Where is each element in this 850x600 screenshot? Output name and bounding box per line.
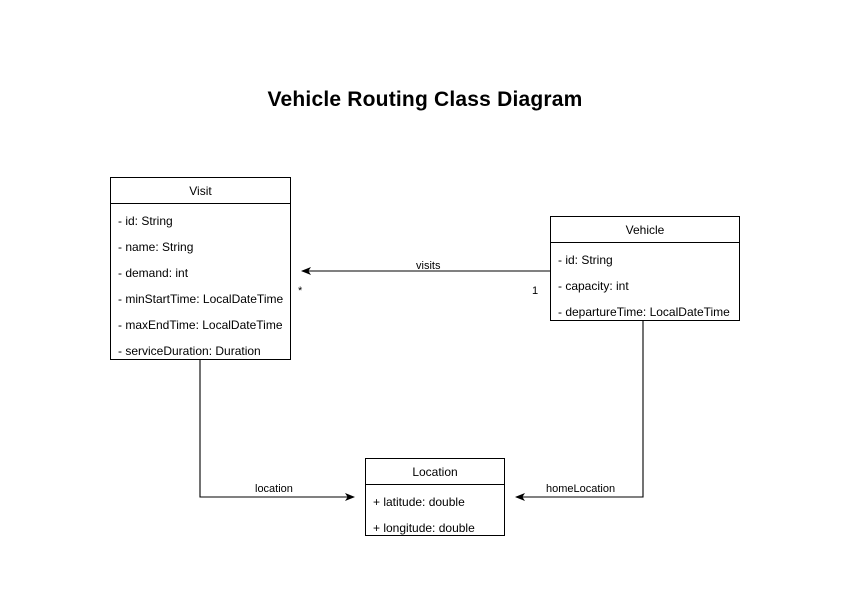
uml-attribute: - minStartTime: LocalDateTime bbox=[118, 292, 284, 306]
uml-attribute: - serviceDuration: Duration bbox=[118, 344, 261, 358]
uml-attribute: - id: String bbox=[558, 253, 613, 267]
uml-attribute: - maxEndTime: LocalDateTime bbox=[118, 318, 283, 332]
edge-label-location: location bbox=[255, 483, 293, 495]
uml-class-name-vehicle: Vehicle bbox=[551, 217, 739, 243]
edge-multiplicity-visit-side: * bbox=[298, 285, 303, 297]
uml-class-visit[interactable]: Visit - id: String - name: String - dema… bbox=[110, 177, 291, 360]
edge-label-visits: visits bbox=[416, 260, 441, 272]
edge-location bbox=[199, 360, 355, 501]
uml-attribute: + latitude: double bbox=[373, 495, 465, 509]
uml-attributes-location: + latitude: double + longitude: double bbox=[366, 485, 504, 545]
uml-attributes-visit: - id: String - name: String - demand: in… bbox=[111, 204, 290, 368]
uml-attribute: - id: String bbox=[118, 214, 173, 228]
uml-attribute: - demand: int bbox=[118, 266, 189, 280]
uml-class-name-location: Location bbox=[366, 459, 504, 485]
page-title: Vehicle Routing Class Diagram bbox=[267, 88, 583, 111]
uml-attribute: - departureTime: LocalDateTime bbox=[558, 305, 730, 319]
edge-label-home-location: homeLocation bbox=[546, 483, 616, 495]
uml-attribute: - name: String bbox=[118, 240, 194, 254]
edge-multiplicity-vehicle-side: 1 bbox=[532, 285, 539, 297]
edge-home-location bbox=[515, 321, 644, 501]
uml-attribute: + longitude: double bbox=[373, 521, 475, 535]
uml-class-location[interactable]: Location + latitude: double + longitude:… bbox=[365, 458, 505, 536]
uml-class-vehicle[interactable]: Vehicle - id: String - capacity: int - d… bbox=[550, 216, 740, 321]
uml-class-name-visit: Visit bbox=[111, 178, 290, 204]
uml-attributes-vehicle: - id: String - capacity: int - departure… bbox=[551, 243, 739, 329]
uml-attribute: - capacity: int bbox=[558, 279, 629, 293]
